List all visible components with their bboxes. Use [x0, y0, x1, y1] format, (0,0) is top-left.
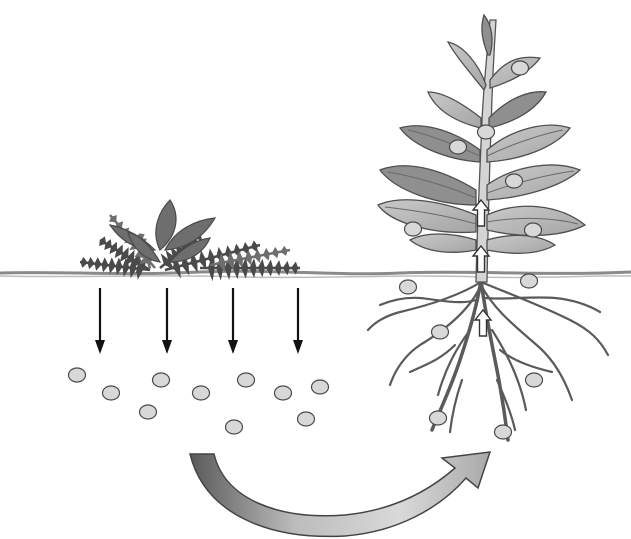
leaf: [487, 165, 580, 200]
root-system: [368, 280, 608, 440]
particle-icon: [405, 222, 422, 236]
leaf: [428, 92, 481, 128]
curved-arrow-icon: [190, 452, 490, 536]
particle-icon: [226, 420, 243, 434]
particle-icon: [495, 425, 512, 439]
soil-particles: [69, 368, 329, 434]
particle-icon: [275, 386, 292, 400]
down-arrow-icon: [228, 288, 238, 354]
down-arrow-icon: [162, 288, 172, 354]
particle-icon: [69, 368, 86, 382]
down-arrow-icon: [293, 288, 303, 354]
particle-icon: [103, 386, 120, 400]
root: [450, 380, 462, 432]
particle-icon: [506, 174, 523, 188]
root: [486, 297, 600, 312]
particle-icon: [430, 411, 447, 425]
particle-icon: [193, 386, 210, 400]
leaf: [487, 235, 555, 253]
leaf: [489, 92, 546, 128]
particle-icon: [478, 125, 495, 139]
root: [368, 282, 481, 330]
living-plant-icon: [378, 15, 585, 282]
particle-icon: [312, 380, 329, 394]
particle-icon: [525, 223, 542, 237]
particle-icon: [400, 280, 417, 294]
particle-icon: [521, 274, 538, 288]
particle-icon: [298, 412, 315, 426]
leaf: [410, 234, 476, 252]
decomposing-plant-icon: [80, 200, 300, 279]
leaf: [448, 42, 486, 90]
particle-icon: [140, 405, 157, 419]
particle-icon: [512, 61, 529, 75]
particle-icon: [153, 373, 170, 387]
leaching-arrows: [95, 288, 303, 354]
particle-icon: [526, 373, 543, 387]
down-arrow-icon: [95, 288, 105, 354]
particle-icon: [238, 373, 255, 387]
particle-icon: [450, 140, 467, 154]
particle-icon: [432, 325, 449, 339]
leaf: [380, 166, 476, 205]
